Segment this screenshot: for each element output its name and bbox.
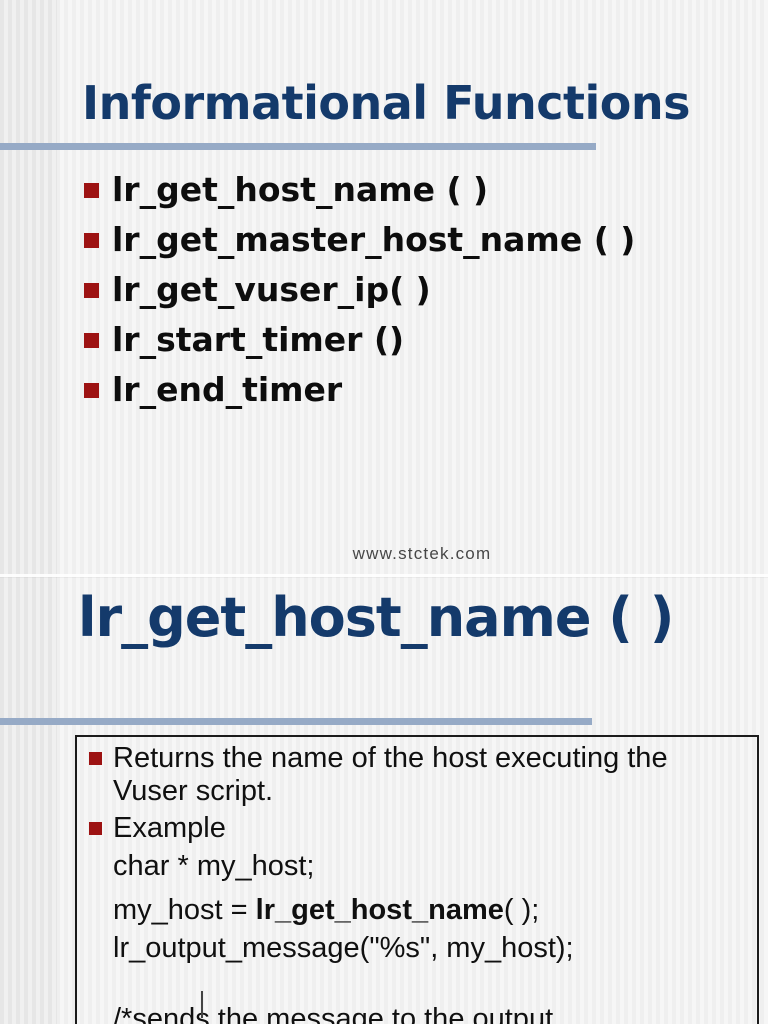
function-list: lr_get_host_name ( ) lr_get_master_host_… bbox=[84, 164, 635, 414]
bullet-square-icon bbox=[89, 822, 102, 835]
slide1-title: Informational Functions bbox=[82, 76, 690, 130]
slide1-title-underline bbox=[0, 143, 596, 150]
list-item-label: lr_start_timer () bbox=[112, 319, 405, 359]
text-cursor bbox=[201, 991, 203, 1018]
bullet-square-icon bbox=[84, 382, 99, 398]
website-url: www.stctek.com bbox=[352, 544, 492, 563]
code-text: my_host = bbox=[113, 894, 256, 926]
box-bullet-text: Example bbox=[113, 812, 226, 844]
slide-separator bbox=[0, 574, 768, 577]
code-line: char * my_host; bbox=[113, 850, 315, 882]
list-item: lr_get_host_name ( ) bbox=[84, 164, 635, 214]
list-item: lr_end_timer bbox=[84, 364, 635, 414]
code-line: my_host = lr_get_host_name( ); bbox=[113, 891, 749, 929]
bullet-square-icon bbox=[84, 332, 99, 348]
box-bullet-item: Example bbox=[89, 812, 749, 845]
slide2-title-underline bbox=[0, 718, 592, 725]
bullet-square-icon bbox=[84, 232, 99, 248]
list-item: lr_get_vuser_ip( ) bbox=[84, 264, 635, 314]
bullet-square-icon bbox=[84, 282, 99, 298]
list-item: lr_start_timer () bbox=[84, 314, 635, 364]
code-line: /*sends the message to the output bbox=[113, 1003, 554, 1024]
bullet-square-icon bbox=[84, 182, 99, 198]
list-item-label: lr_end_timer bbox=[112, 369, 343, 409]
code-bold-text: lr_get_host_name bbox=[255, 894, 504, 926]
bullet-square-icon bbox=[89, 752, 102, 765]
list-item-label: lr_get_vuser_ip( ) bbox=[112, 269, 431, 309]
slide2-content-box[interactable]: Returns the name of the host executing t… bbox=[75, 735, 759, 1024]
list-item-label: lr_get_master_host_name ( ) bbox=[112, 219, 636, 259]
left-stripe-band bbox=[0, 0, 57, 1024]
list-item-label: lr_get_host_name ( ) bbox=[112, 169, 489, 209]
code-text: ( ); bbox=[503, 894, 540, 926]
box-bullet-item: Returns the name of the host executing t… bbox=[89, 742, 749, 808]
box-bullet-text: Returns the name of the host executing t… bbox=[113, 742, 668, 807]
slide2-title: lr_get_host_name ( ) bbox=[78, 586, 674, 649]
code-line: lr_output_message("%s", my_host); bbox=[113, 932, 574, 964]
list-item: lr_get_master_host_name ( ) bbox=[84, 214, 635, 264]
